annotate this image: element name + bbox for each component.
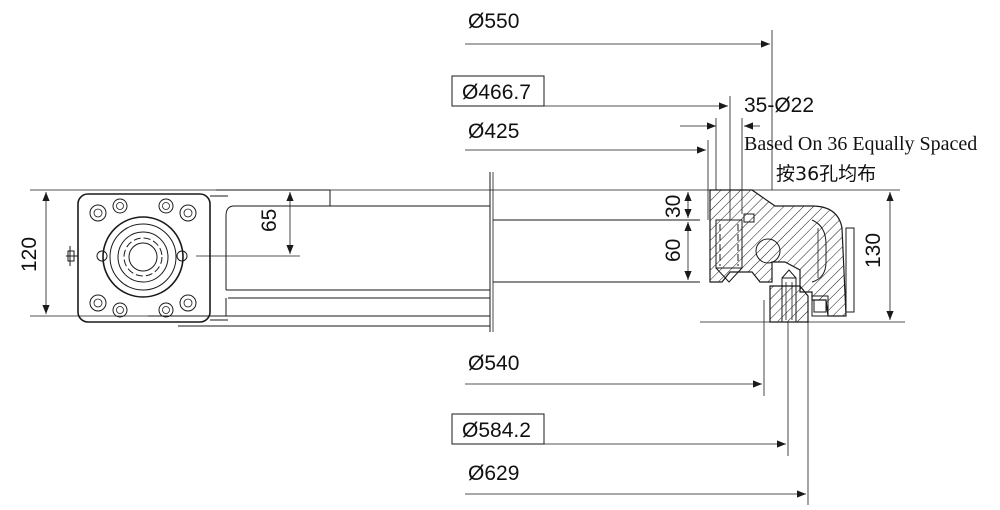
grease-nipple xyxy=(66,246,78,266)
dimension-h130: 130 xyxy=(862,192,894,320)
worm-housing xyxy=(148,172,700,332)
dim-holes-label: 35-Ø22 xyxy=(744,94,814,117)
inner-ring xyxy=(769,285,809,323)
bearing-cross-section xyxy=(709,189,855,323)
dimension-h30: 30 xyxy=(662,192,692,218)
flange-bolt-holes xyxy=(89,198,197,318)
dim-d540-label: Ø540 xyxy=(468,352,519,375)
dim-h65-label: 65 xyxy=(258,209,281,232)
note-spacing-en: Based On 36 Equally Spaced xyxy=(744,133,977,155)
dim-d584-label: Ø584.2 xyxy=(462,419,531,442)
spacing-note: Based On 36 Equally Spaced 按36孔均布 xyxy=(744,133,977,185)
dimension-h60: 60 xyxy=(662,222,692,280)
note-spacing-cn: 按36孔均布 xyxy=(776,163,876,185)
dimension-h65: 65 xyxy=(196,192,300,257)
dimension-d629: Ø629 xyxy=(465,322,809,505)
dim-d550-label: Ø550 xyxy=(468,10,519,33)
dimension-d466: Ø466.7 xyxy=(451,75,731,220)
dimension-d425: Ø425 xyxy=(465,120,709,220)
dimension-d550: Ø550 xyxy=(465,10,773,190)
flange-center-bore xyxy=(102,216,184,298)
dim-h120-label: 120 xyxy=(18,237,41,272)
dimension-holes: 35-Ø22 xyxy=(680,94,814,214)
dim-d629-label: Ø629 xyxy=(468,462,519,485)
dimension-d584: Ø584.2 xyxy=(451,322,789,456)
dim-h30-label: 30 xyxy=(662,195,685,218)
dimension-h120: 120 xyxy=(18,192,50,314)
rolling-ball xyxy=(755,238,781,264)
dim-d425-label: Ø425 xyxy=(468,120,519,143)
dimension-d540: Ø540 xyxy=(465,300,765,396)
dim-d466-label: Ø466.7 xyxy=(462,81,531,104)
dim-h130-label: 130 xyxy=(862,233,885,268)
dim-h60-label: 60 xyxy=(662,239,685,262)
motor-flange xyxy=(66,193,228,323)
